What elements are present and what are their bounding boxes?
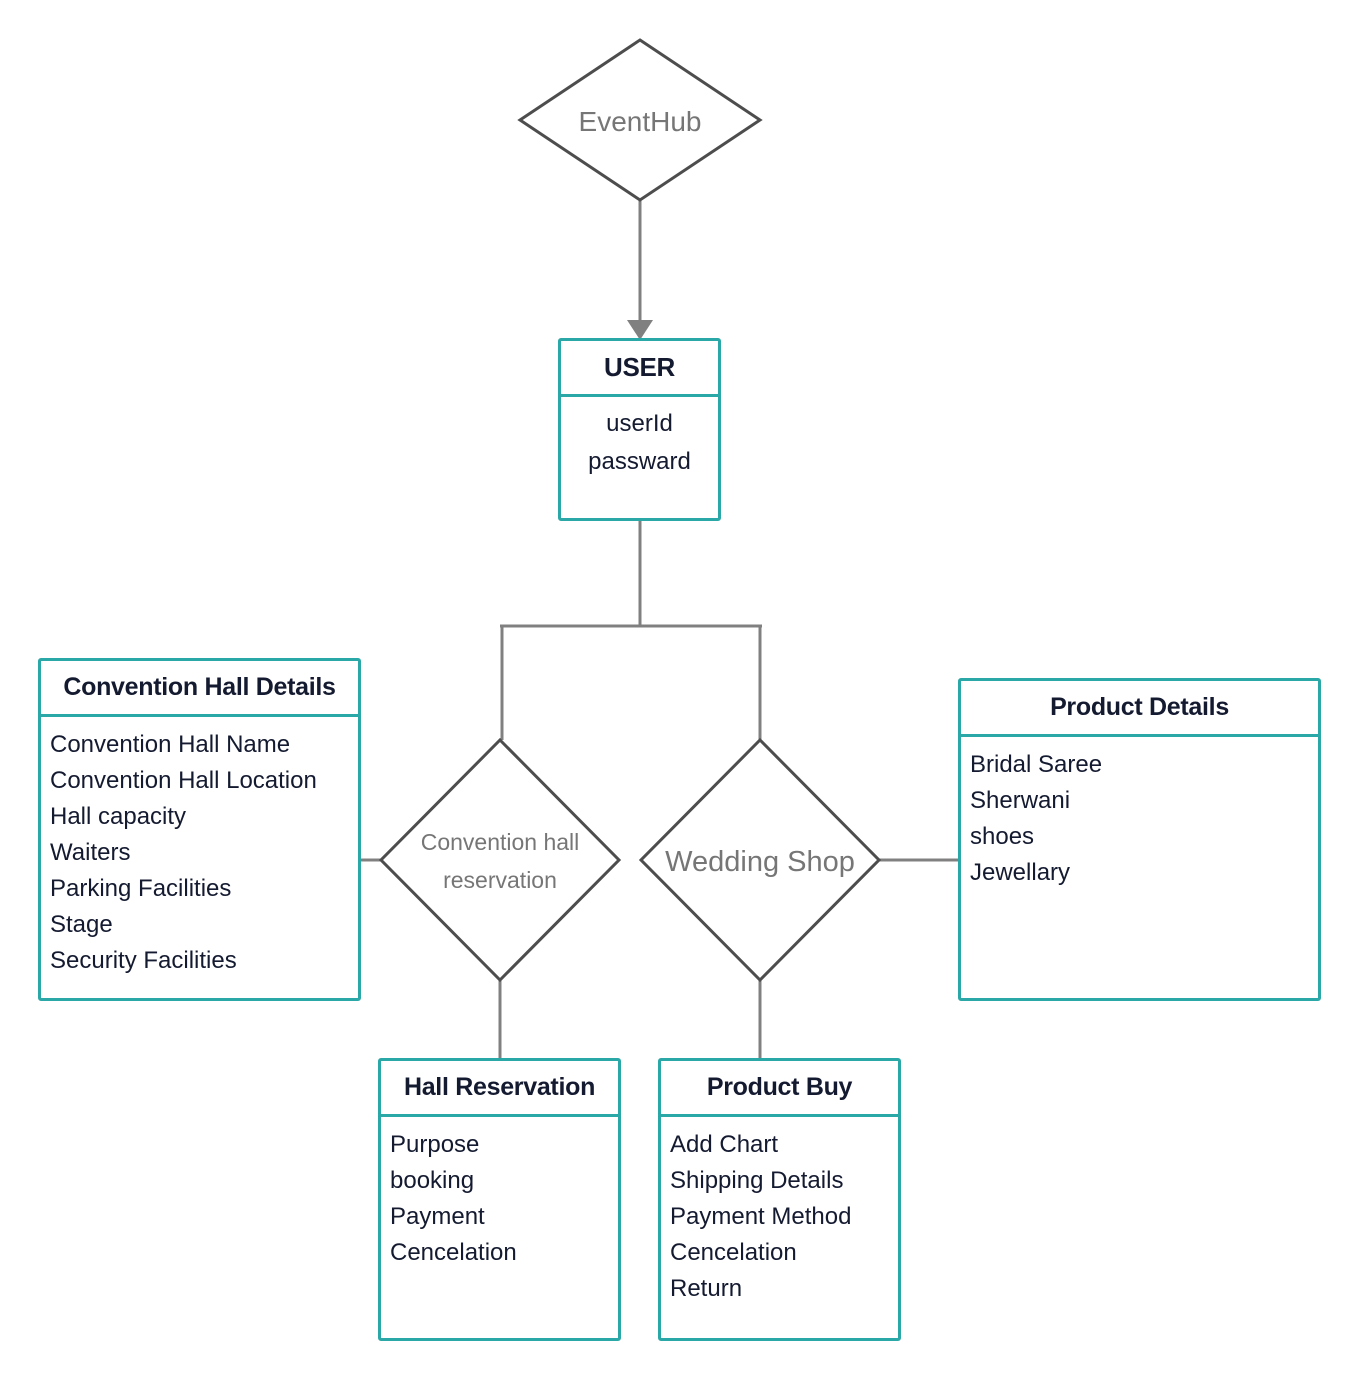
attribute-return: Return: [670, 1275, 743, 1302]
convention-hall-details-entity[interactable]: Convention Hall Details Convention Hall …: [38, 658, 361, 1001]
convention-hall-details-attributes: Convention Hall Name Convention Hall Loc…: [41, 717, 358, 979]
hall-reservation-attributes: Purpose booking Payment Cencelation: [381, 1117, 618, 1271]
product-details-entity[interactable]: Product Details Bridal Saree Sherwani sh…: [958, 678, 1321, 1001]
product-buy-entity[interactable]: Product Buy Add Chart Shipping Details P…: [658, 1058, 901, 1341]
attribute-jewellary: Jewellary: [970, 859, 1071, 886]
attribute-payment: Payment: [390, 1203, 485, 1230]
wedding-shop-diamond[interactable]: [638, 737, 882, 983]
wedding-shop-label: Wedding Shop: [645, 840, 875, 884]
attribute-convention-hall-name: Convention Hall Name: [50, 731, 291, 758]
attribute-cencelation: Cencelation: [670, 1239, 797, 1266]
eventhub-text: EventHub: [578, 106, 702, 137]
attribute-hall-capacity: Hall capacity: [50, 803, 187, 830]
convention-reservation-diamond[interactable]: [378, 737, 622, 983]
attribute-convention-hall-location: Convention Hall Location: [50, 767, 317, 794]
product-buy-attributes: Add Chart Shipping Details Payment Metho…: [661, 1117, 898, 1307]
product-details-title: Product Details: [961, 681, 1318, 737]
attribute-security-facilities: Security Facilities: [50, 947, 237, 974]
attribute-purpose: Purpose: [390, 1131, 480, 1158]
attribute-userid: userId: [606, 410, 673, 437]
convention-hall-details-title: Convention Hall Details: [41, 661, 358, 717]
attribute-passward: passward: [588, 448, 691, 475]
attribute-shipping-details: Shipping Details: [670, 1167, 844, 1194]
attribute-parking-facilities: Parking Facilities: [50, 875, 232, 902]
convention-reservation-line-2: reservation: [443, 867, 557, 893]
user-entity-attributes: userId passward: [561, 397, 718, 481]
attribute-add-chart: Add Chart: [670, 1131, 779, 1158]
convention-reservation-label: Convention hall reservation: [400, 822, 600, 900]
hall-reservation-entity[interactable]: Hall Reservation Purpose booking Payment…: [378, 1058, 621, 1341]
attribute-cencelation: Cencelation: [390, 1239, 517, 1266]
product-buy-title: Product Buy: [661, 1061, 898, 1117]
product-details-attributes: Bridal Saree Sherwani shoes Jewellary: [961, 737, 1318, 891]
attribute-payment-method: Payment Method: [670, 1203, 852, 1230]
attribute-sherwani: Sherwani: [970, 787, 1071, 814]
attribute-waiters: Waiters: [50, 839, 131, 866]
hall-reservation-title: Hall Reservation: [381, 1061, 618, 1117]
wedding-shop-text: Wedding Shop: [665, 845, 855, 878]
user-entity-title: USER: [561, 341, 718, 397]
eventhub-label: EventHub: [540, 100, 740, 144]
attribute-bridal-saree: Bridal Saree: [970, 751, 1103, 778]
eventhub-diamond[interactable]: [517, 38, 763, 202]
attribute-stage: Stage: [50, 911, 113, 938]
arrowhead-icon: [627, 320, 653, 340]
attribute-shoes: shoes: [970, 823, 1035, 850]
convention-reservation-line-1: Convention hall: [420, 829, 580, 855]
user-entity[interactable]: USER userId passward: [558, 338, 721, 521]
attribute-booking: booking: [390, 1167, 475, 1194]
